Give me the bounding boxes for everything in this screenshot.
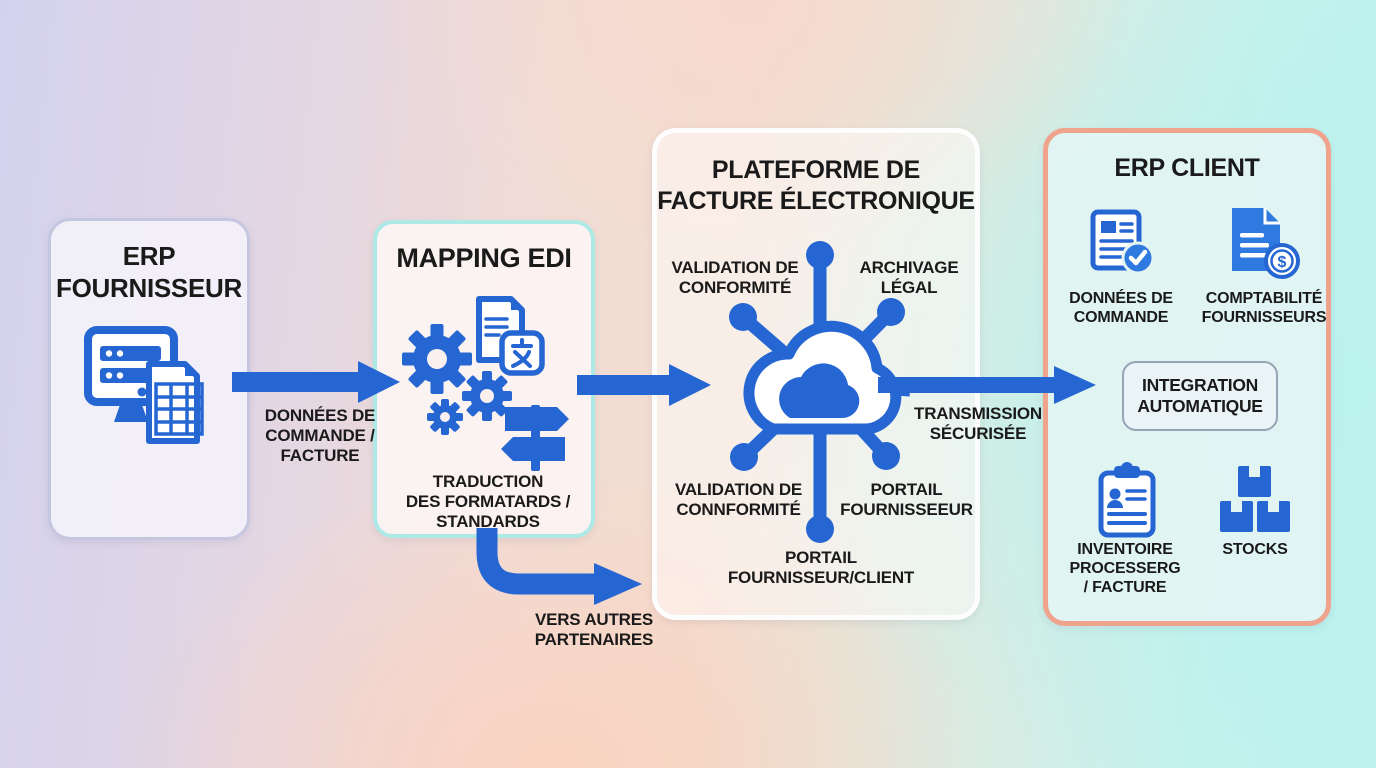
mapping-caption: TRADUCTION DES FORMATARDS / STANDARDS [405, 472, 571, 532]
erp-client-box: ERP CLIENT DONNÉES DE COMMANDE $ COMPTAB… [1043, 128, 1331, 626]
signpost-icon [501, 405, 569, 471]
gears-icon [402, 324, 512, 435]
portail-fournisseur-client-label: PORTAIL FOURNISSEUR/CLIENT [727, 548, 915, 588]
validation-connformite-label: VALIDATION DE CONNFORMITÉ [674, 480, 803, 520]
portail-fournisseeur-label: PORTAIL FOURNISSEEUR [840, 480, 973, 520]
document-translate-icon [476, 296, 545, 376]
mapping-edi-title: MAPPING EDI [396, 243, 572, 273]
plateforme-box: PLATEFORME DE FACTURE ÉLECTRONIQUE VALID… [652, 128, 980, 620]
transmission-securisee-label: TRANSMISSION SÉCURISÉE [914, 404, 1042, 444]
integration-automatique-button: INTEGRATION AUTOMATIQUE [1122, 361, 1278, 431]
document-dollar-icon: $ [1232, 208, 1300, 279]
arrow-fournisseur-to-mapping [232, 361, 400, 403]
mapping-icons [402, 296, 569, 471]
mapping-edi-box: MAPPING EDI [373, 220, 595, 538]
svg-text:$: $ [1278, 254, 1287, 271]
stocks-label: STOCKS [1222, 541, 1288, 558]
cloud-network-icon [729, 241, 911, 543]
arrow-mapping-to-plateforme [577, 364, 711, 406]
clipboard-person-icon [1098, 462, 1156, 538]
vers-autres-partenaires-label: VERS AUTRES PARTENAIRES [534, 610, 654, 650]
donnees-commande-facture-label: DONNÉES DE COMMANDE / FACTURE [264, 406, 376, 466]
arrow-mapping-to-partners [476, 528, 642, 605]
arrow-plateforme-to-client [878, 366, 1096, 404]
inventoire-facture-label: INVENTOIRE PROCESSERG / FACTURE [1069, 541, 1181, 596]
comptabilite-fournisseurs-label: COMPTABILITÉ FOURNISSEURS [1201, 290, 1327, 326]
plateforme-title: PLATEFORME DE FACTURE ÉLECTRONIQUE [657, 156, 975, 215]
erp-fournisseur-box: ERP FOURNISSEUR [48, 218, 250, 540]
erp-fournisseur-title: ERP FOURNISSEUR [56, 241, 242, 303]
boxes-icon [1220, 466, 1290, 532]
validation-conformite-label: VALIDATION DE CONFORMITÉ [671, 258, 799, 298]
document-check-icon [1090, 209, 1155, 275]
erp-client-title: ERP CLIENT [1114, 154, 1260, 182]
archivage-legal-label: ARCHIVAGE LÉGAL [859, 258, 959, 298]
computer-spreadsheet-icon [84, 326, 204, 444]
donnees-commande-label: DONNÉES DE COMMANDE [1069, 290, 1173, 326]
